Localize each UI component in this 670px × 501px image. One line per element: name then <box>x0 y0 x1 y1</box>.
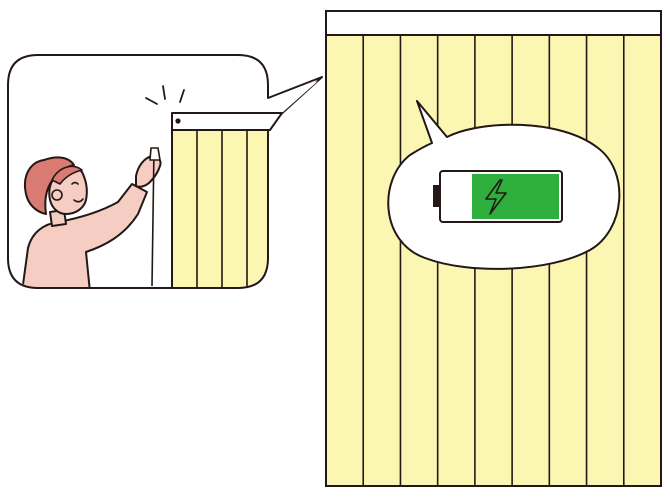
person-hair <box>24 156 75 215</box>
small-blind-fabric <box>171 127 268 288</box>
person-eye <box>71 181 79 185</box>
small-blind-headrail <box>171 112 283 131</box>
inset-frame-outline <box>7 54 323 289</box>
motion-lines <box>145 85 185 105</box>
small-blind <box>171 127 268 288</box>
large-blind-headrail <box>325 10 662 36</box>
person-shirt <box>21 183 148 288</box>
motion-line <box>179 89 185 103</box>
battery-speech-bubble <box>387 100 621 270</box>
motion-line <box>145 97 158 105</box>
battery-terminal <box>433 185 441 207</box>
person-ear <box>51 189 63 201</box>
person-figure <box>21 147 162 288</box>
pull-cord <box>151 147 155 287</box>
pull-cord-handle <box>149 147 161 161</box>
headrail-sensor-dot <box>175 118 181 124</box>
person-mouth <box>73 198 84 203</box>
motion-line <box>162 85 166 100</box>
person-fringe <box>51 165 83 185</box>
battery-charge-level <box>472 174 559 219</box>
lightning-bolt-icon <box>485 179 507 215</box>
battery-icon <box>433 170 563 223</box>
inset-scene <box>7 54 323 289</box>
small-blind-slat-lines <box>196 130 248 288</box>
